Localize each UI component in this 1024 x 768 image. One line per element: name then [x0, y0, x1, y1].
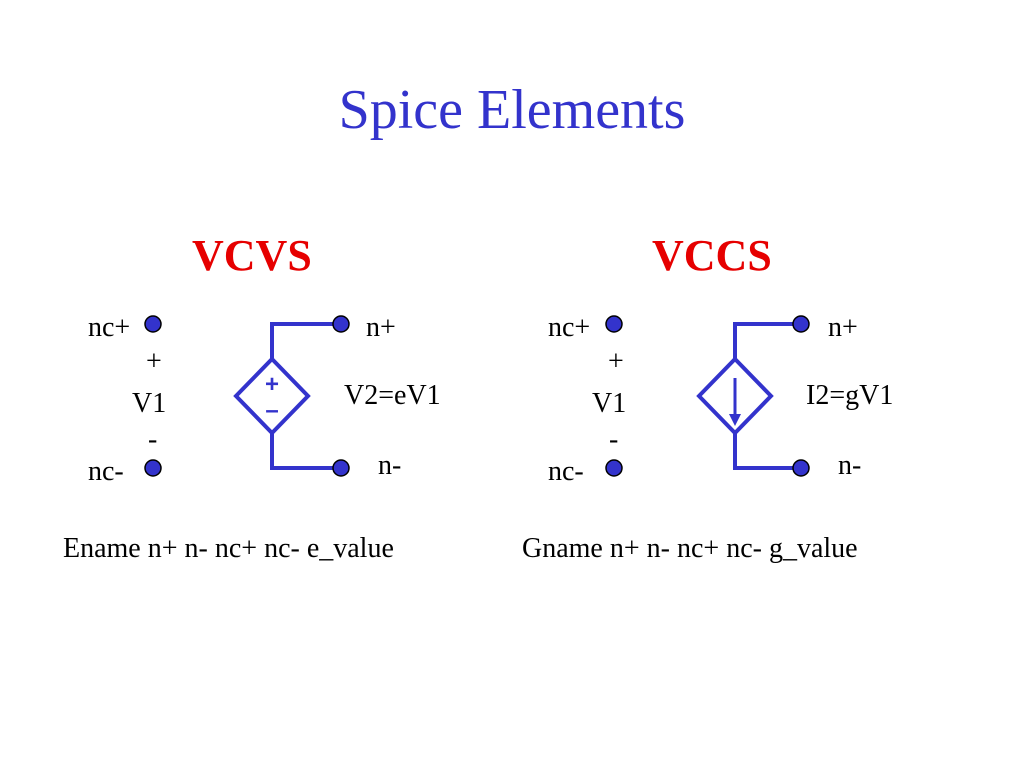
vccs-current-arrow-head	[729, 414, 741, 426]
vccs-nc-minus-label: nc-	[548, 456, 584, 487]
vccs-relation-label: I2=gV1	[806, 380, 894, 411]
vccs-n-minus-label: n-	[838, 450, 862, 481]
vcvs-control-voltage-label: V1	[132, 388, 167, 419]
vccs-terminal-n-plus	[792, 315, 810, 333]
vccs-syntax: Gname n+ n- nc+ nc- g_value	[522, 533, 858, 564]
vccs-nc-plus-label: nc+	[548, 312, 591, 343]
vccs-wire	[733, 322, 801, 470]
vcvs-terminal-nc-plus	[144, 315, 162, 333]
vcvs-nc-minus-label: nc-	[88, 456, 124, 487]
vcvs-circuit: + –	[144, 315, 350, 477]
vccs-terminal-n-minus	[792, 459, 810, 477]
vcvs-source-minus-sign: –	[265, 397, 278, 424]
vcvs-relation-label: V2=eV1	[344, 380, 441, 411]
vccs-terminal-nc-minus	[605, 459, 623, 477]
vcvs-wire	[270, 322, 341, 470]
vccs-n-plus-label: n+	[828, 312, 858, 343]
vccs-heading: VCCS	[652, 231, 772, 280]
vcvs-control-minus-sign: -	[148, 424, 158, 455]
vcvs-n-plus-label: n+	[366, 312, 396, 343]
page-title: Spice Elements	[338, 79, 686, 141]
vcvs-dependent-voltage-source	[233, 356, 311, 436]
vcvs-nc-plus-label: nc+	[88, 312, 131, 343]
vccs-control-plus-sign: +	[608, 346, 624, 377]
vcvs-terminal-nc-minus	[144, 459, 162, 477]
vcvs-terminal-n-minus	[332, 459, 350, 477]
vcvs-syntax: Ename n+ n- nc+ nc- e_value	[63, 533, 394, 564]
vcvs-control-plus-sign: +	[146, 346, 162, 377]
vccs-control-voltage-label: V1	[592, 388, 627, 419]
vcvs-source-plus-sign: +	[265, 371, 279, 398]
vcvs-terminal-n-plus	[332, 315, 350, 333]
vccs-circuit	[605, 315, 810, 477]
vccs-terminal-nc-plus	[605, 315, 623, 333]
vcvs-n-minus-label: n-	[378, 450, 402, 481]
vccs-control-minus-sign: -	[609, 424, 619, 455]
vcvs-heading: VCVS	[192, 231, 312, 280]
